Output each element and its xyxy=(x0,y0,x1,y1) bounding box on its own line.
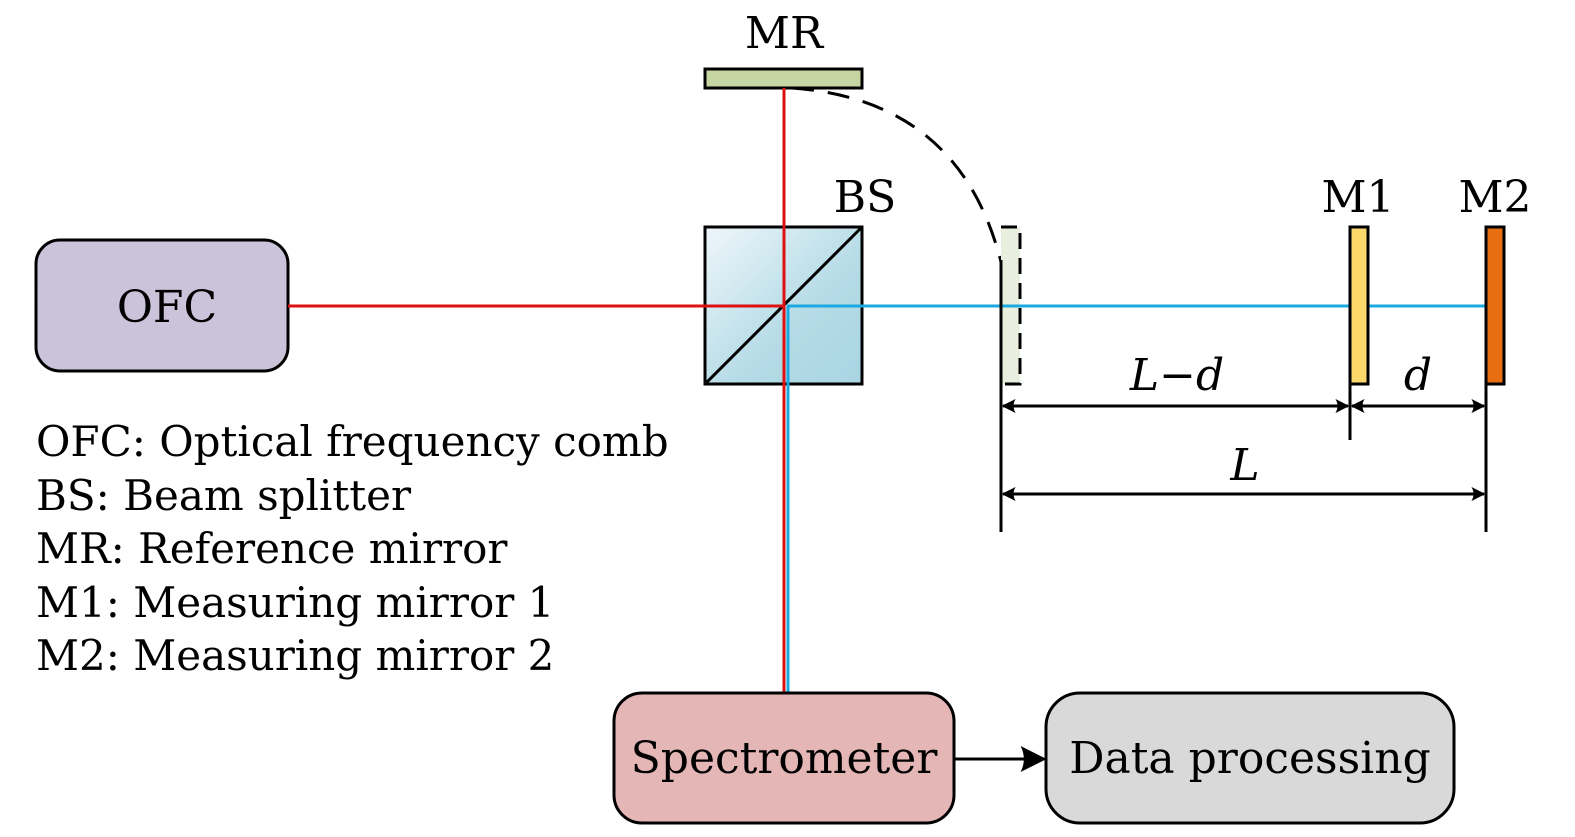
beam-splitter: BS xyxy=(703,172,896,386)
legend-item: OFC: Optical frequency comb xyxy=(36,417,669,466)
dimension-d: d xyxy=(1350,350,1486,413)
mr-label: MR xyxy=(745,8,825,59)
legend-item: M1: Measuring mirror 1 xyxy=(36,578,554,627)
d-label: d xyxy=(1404,350,1432,401)
legend: OFC: Optical frequency comb BS: Beam spl… xyxy=(36,417,669,680)
reference-beam xyxy=(288,88,786,693)
measuring-mirror-1: M1 xyxy=(1321,172,1395,386)
l-minus-d-label: L−d xyxy=(1129,350,1224,401)
legend-item: M2: Measuring mirror 2 xyxy=(36,631,554,680)
dimension-l: L xyxy=(1001,440,1486,501)
dimension-extension-lines xyxy=(999,260,1488,532)
data-processing-box: Data processing xyxy=(1044,691,1456,825)
l-label: L xyxy=(1229,440,1259,491)
measuring-mirror-2: M2 xyxy=(1458,172,1532,386)
m2-label: M2 xyxy=(1458,172,1531,223)
bs-label: BS xyxy=(834,172,896,223)
spectrometer-label: Spectrometer xyxy=(631,733,939,784)
ofc-box: OFC xyxy=(34,238,290,373)
data-processing-label: Data processing xyxy=(1069,733,1431,784)
dimension-l-minus-d: L−d xyxy=(1001,350,1350,413)
equivalent-path-arc xyxy=(791,86,1003,263)
spectrometer-box: Spectrometer xyxy=(612,691,956,825)
reference-mirror: MR xyxy=(703,8,864,90)
m1-label: M1 xyxy=(1321,172,1394,223)
legend-item: MR: Reference mirror xyxy=(36,524,508,573)
legend-item: BS: Beam splitter xyxy=(36,471,412,520)
ofc-label: OFC xyxy=(117,282,217,333)
